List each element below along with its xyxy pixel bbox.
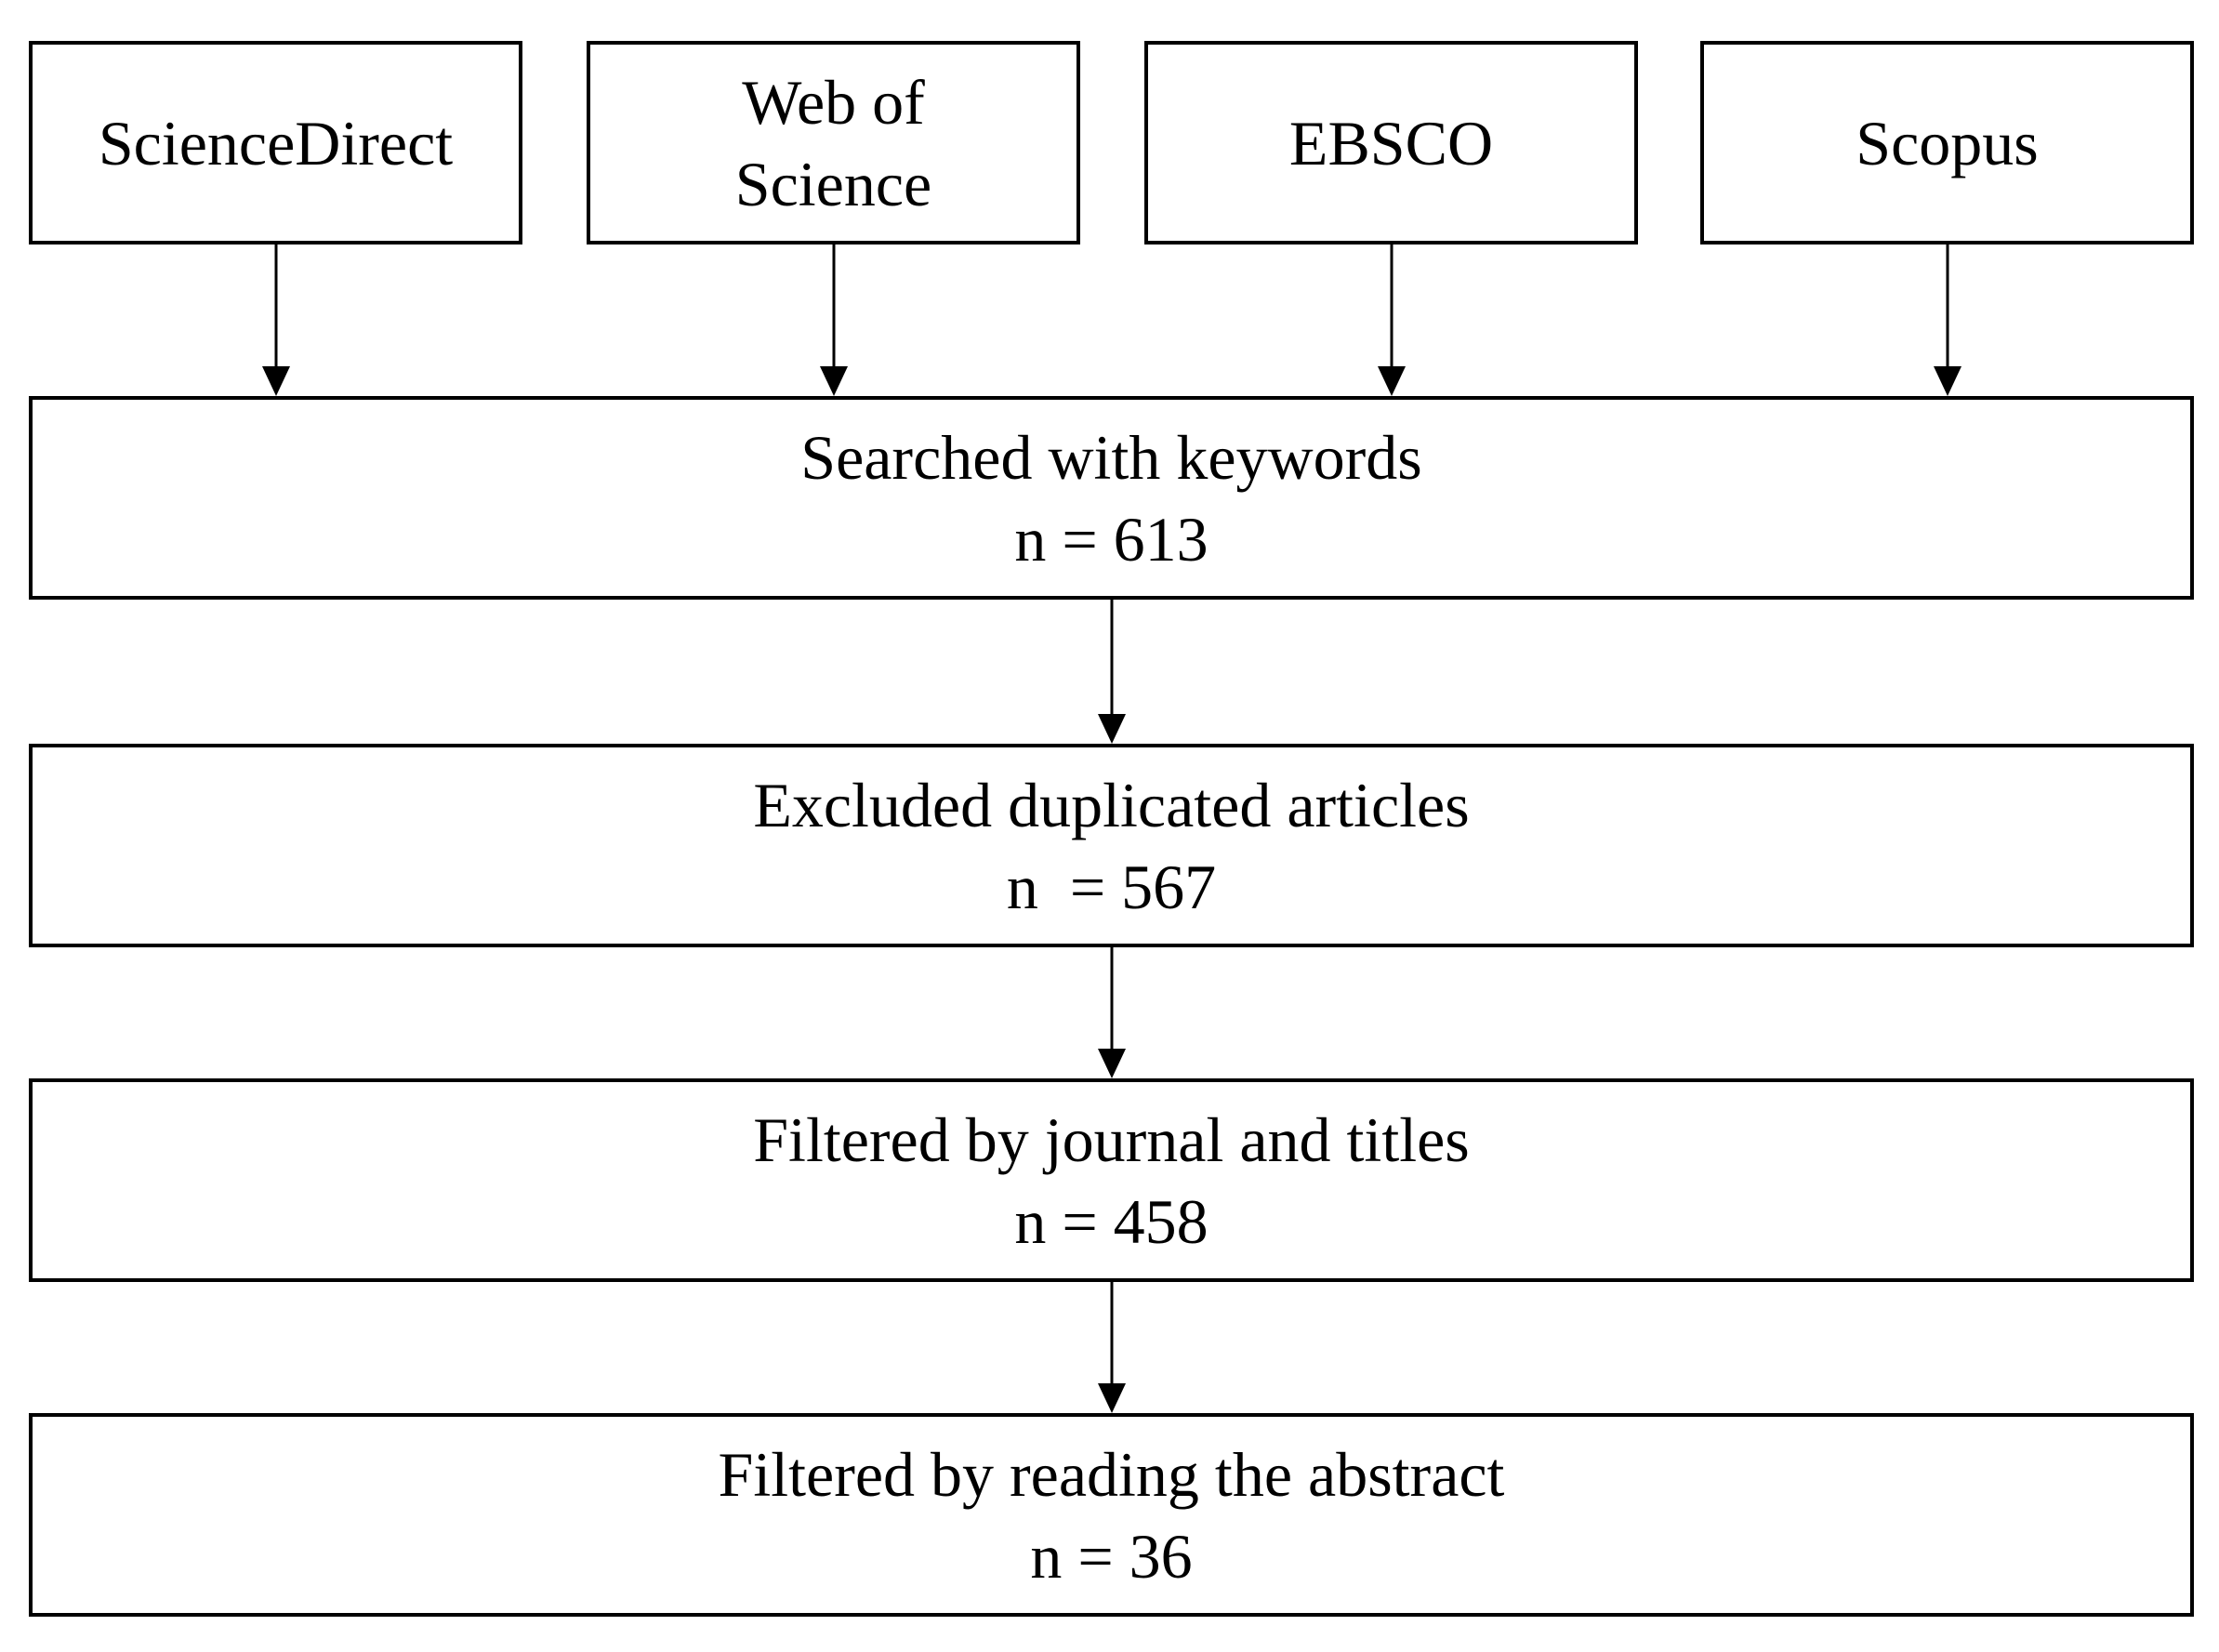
stage-box-filtered-by-journal-titles: Filtered by journal and titles n = 458 bbox=[29, 1078, 2194, 1282]
source-box-ebsco: EBSCO bbox=[1144, 41, 1638, 244]
arrow-source-1-to-stage-1 bbox=[262, 244, 290, 396]
arrow-stage-3-to-stage-4 bbox=[1098, 1282, 1126, 1413]
stage-box-searched-with-keywords: Searched with keywords n = 613 bbox=[29, 396, 2194, 600]
arrow-source-2-to-stage-1 bbox=[820, 244, 848, 396]
stage-label: Filtered by reading the abstract bbox=[718, 1438, 1505, 1510]
source-box-web-of-science: Web of Science bbox=[587, 41, 1080, 244]
stage-count: n = 36 bbox=[1030, 1520, 1193, 1592]
stage-count: n = 567 bbox=[1006, 851, 1217, 922]
arrow-source-4-to-stage-1 bbox=[1934, 244, 1961, 396]
source-label-line-1: Web of bbox=[742, 66, 925, 138]
source-label: ScienceDirect bbox=[98, 107, 454, 178]
stage-count: n = 613 bbox=[1014, 503, 1209, 575]
source-label: Scopus bbox=[1856, 107, 2039, 178]
stage-label: Searched with keywords bbox=[800, 421, 1422, 493]
arrow-stage-1-to-stage-2 bbox=[1098, 600, 1126, 744]
source-label: EBSCO bbox=[1288, 107, 1494, 178]
source-label-line-2: Science bbox=[734, 148, 932, 219]
stage-box-excluded-duplicates: Excluded duplicated articles n = 567 bbox=[29, 744, 2194, 947]
stage-count: n = 458 bbox=[1014, 1185, 1209, 1257]
stage-label: Filtered by journal and titles bbox=[753, 1104, 1470, 1175]
stage-box-filtered-by-abstract: Filtered by reading the abstract n = 36 bbox=[29, 1413, 2194, 1617]
stage-label: Excluded duplicated articles bbox=[753, 769, 1470, 840]
arrow-source-3-to-stage-1 bbox=[1378, 244, 1406, 396]
source-box-sciencedirect: ScienceDirect bbox=[29, 41, 522, 244]
arrow-stage-2-to-stage-3 bbox=[1098, 947, 1126, 1078]
source-box-scopus: Scopus bbox=[1700, 41, 2194, 244]
